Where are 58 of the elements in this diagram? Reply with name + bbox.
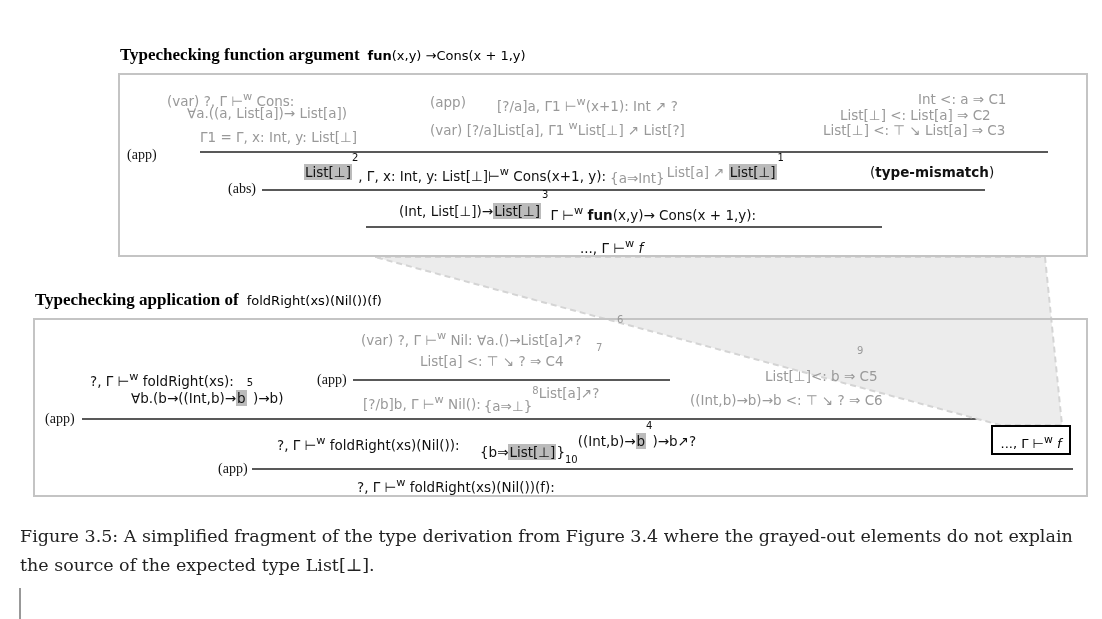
judgement-text: [?/b]b, Γ ⊢$^{w}$ Nil(): (363, 392, 481, 412)
rule-name: (app) (218, 461, 248, 477)
highlighted-type: b (635, 433, 647, 449)
rule-name: (app) (430, 94, 466, 110)
rule-name: (app) (127, 147, 157, 163)
judgement-text: List[a] ↗ (666, 164, 725, 180)
footnote-number: 4 (646, 420, 653, 431)
rule-name: (app) (317, 372, 347, 388)
judgement-text: ..., Γ ⊢$^{w}$ f (580, 236, 644, 256)
footnote-number: 6 (617, 314, 624, 325)
footnote-number: 7 (596, 342, 603, 353)
formula-box: ..., Γ ⊢$^{w}$ f (991, 425, 1071, 455)
constraint-text: List[⊥] <: List[a] ⇒ C2 (840, 107, 991, 123)
footnote-number: 9 (857, 345, 864, 356)
highlighted-type: List[⊥] (304, 164, 352, 180)
judgement-text: Γ ⊢$^{w}$ fun(x,y)→ Cons(x + 1,y): (550, 203, 757, 223)
constraint-text: Int <: a ⇒ C1 (918, 91, 1007, 107)
highlighted-type: List[⊥] (728, 164, 777, 180)
judgement-text: ∀b.(b→((Int,b)→ (131, 390, 237, 406)
panel-heading: Typechecking function argument (120, 45, 360, 64)
judgement-text: ((Int,b)→ (577, 433, 636, 449)
zoom-funnel (374, 256, 1064, 426)
footnote-number: 3 (542, 189, 549, 200)
judgement-text: )→b) (253, 390, 284, 406)
judgement-text: ?, Γ ⊢$^{w}$ foldRight(xs)(Nil()): (277, 433, 460, 453)
footnote-number: 2 (351, 152, 359, 163)
substitution-text: {a⇒Int} (610, 170, 665, 186)
substitution-text: } (556, 444, 565, 460)
judgement-text: )→b↗? (652, 433, 697, 449)
footnote-number: 8 (532, 385, 539, 396)
rule-name: (type-mismatch) (870, 164, 995, 180)
constraint-text: List[a] <: ⊤ ↘ ? ⇒ C4 (420, 353, 564, 369)
highlighted-type: List[⊥] (493, 203, 542, 219)
panel-heading: Typechecking application of (35, 290, 239, 309)
code-expression: foldRight(xs)(Nil())(f) (246, 293, 382, 308)
rule-name: (abs) (228, 181, 256, 197)
figure-caption: Figure 3.5: A simplified fragment of the type derivation from Figure 3.4 where the grayed-out elements do not explain the source of the expected type List[⊥]. (20, 525, 1074, 577)
footnote-number: 1 (777, 152, 784, 163)
judgement-text: (Int, List[⊥])→ (399, 203, 494, 219)
highlighted-type: b (236, 390, 247, 406)
rule-name: (app) (45, 411, 75, 427)
constraint-text: List[⊥] <: ⊤ ↘ List[a] ⇒ C3 (823, 122, 1006, 138)
judgement-text: , Γ, x: Int, y: List[⊥]⊢$^{w}$ Cons(x+1, y): (358, 164, 607, 184)
substitution-text: {a⇒⊥} (483, 398, 533, 414)
context-text: Γ1 = Γ, x: Int, y: List[⊥] (200, 129, 358, 145)
constraint-text: List[⊥]<: b ⇒ C5 (765, 368, 878, 384)
constraint-text: ((Int,b)→b)→b <: ⊤ ↘ ? ⇒ C6 (690, 392, 883, 408)
footnote-number: 5 (246, 377, 253, 388)
judgement-text: ?, Γ ⊢$^{w}$ foldRight(xs)(Nil())(f): (357, 475, 555, 495)
substitution-text: {b⇒ (480, 444, 509, 460)
judgement-text: (var) [?/a]List[a], Γ1 $^{w}$List[⊥] ↗ List[?] (430, 118, 685, 138)
judgement-text: List[a]↗? (538, 385, 600, 401)
judgement-text: ?, Γ ⊢$^{w}$ foldRight(xs): (90, 369, 234, 389)
code-expression: fun(x,y) →Cons(x + 1,y) (367, 48, 526, 63)
judgement-text: (var) ?, Γ ⊢$^{w}$ Nil: ∀a.()→List[a]↗? (361, 328, 582, 348)
footnote-number: 10 (565, 454, 578, 465)
highlighted-type: List[⊥] (508, 444, 557, 460)
judgement-text: [?/a]a, Γ1 ⊢$^{w}$(x+1): Int ↗ ? (497, 94, 678, 114)
